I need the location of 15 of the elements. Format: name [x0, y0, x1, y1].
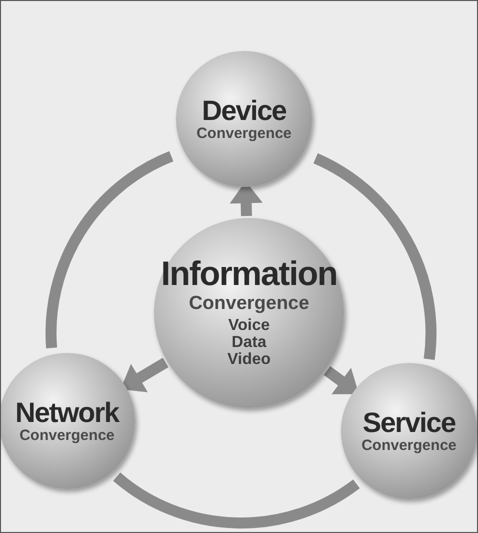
- ring-connector: [46, 151, 174, 348]
- node-title: Network: [15, 398, 119, 428]
- node-subtitle: Convergence: [19, 427, 115, 444]
- node-title: Service: [362, 408, 456, 438]
- ring-connector: [113, 472, 360, 528]
- node-subtitle: Convergence: [361, 437, 457, 454]
- arrow: [120, 358, 168, 392]
- node-subtitle: Convergence: [188, 293, 310, 316]
- node-subtitle: Convergence: [196, 125, 292, 142]
- ring-connector: [313, 153, 436, 360]
- node-title: Information: [161, 257, 337, 294]
- sphere: [1, 353, 135, 489]
- node-title: Device: [202, 96, 286, 126]
- node-list: Voice Data Video: [219, 318, 279, 369]
- arrow: [324, 366, 359, 394]
